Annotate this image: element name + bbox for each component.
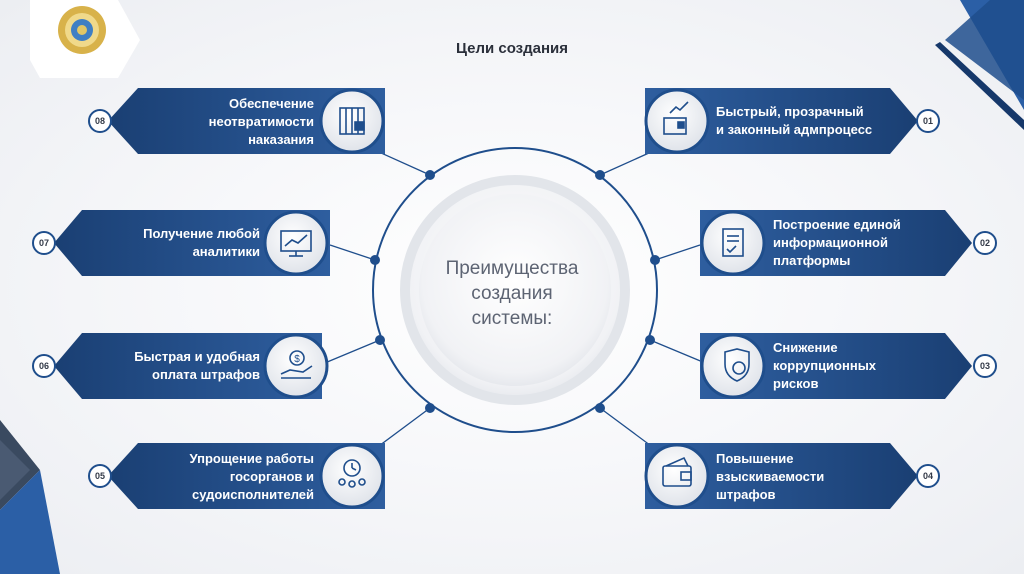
item-number-07: 07 (38, 238, 49, 248)
shield-coin-icon (724, 348, 750, 382)
item-number-01: 01 (922, 116, 933, 126)
corner-decoration-bottom-left (0, 420, 60, 574)
banner-02 (700, 210, 972, 276)
item-number-08: 08 (94, 116, 105, 126)
wallet-icon (662, 456, 692, 487)
banner-03 (700, 333, 972, 399)
banner-01 (645, 88, 918, 154)
team-clock-icon (338, 459, 366, 488)
banner-06 (54, 333, 322, 399)
center-line-3: системы: (471, 308, 553, 329)
logo (30, 0, 140, 78)
center-line-2: создания (471, 283, 553, 304)
item-number-06: 06 (38, 361, 49, 371)
chart-tablet-icon (663, 101, 689, 135)
banner-07 (54, 210, 330, 276)
number-badges (32, 109, 997, 488)
svg-text:$: $ (294, 354, 300, 365)
analytics-monitor-icon (280, 230, 312, 257)
page-title: Цели создания (455, 40, 569, 57)
banner-04 (645, 443, 918, 509)
corner-decoration-top-right (935, 0, 1024, 130)
document-check-icon (722, 228, 744, 257)
prison-bars-icon (339, 107, 365, 135)
item-number-03: 03 (979, 361, 990, 371)
center-line-1: Преимущества (445, 258, 579, 279)
connector-dots (370, 170, 660, 413)
banner-05 (108, 443, 385, 509)
outer-ring (372, 147, 658, 433)
banner-08 (108, 88, 385, 154)
center-label: Преимущества создания системы: (412, 256, 612, 331)
item-number-02: 02 (979, 238, 990, 248)
icon-discs (263, 88, 766, 509)
item-number-05: 05 (94, 471, 105, 481)
hand-coin-icon: $ (280, 350, 313, 379)
item-number-04: 04 (922, 471, 933, 481)
